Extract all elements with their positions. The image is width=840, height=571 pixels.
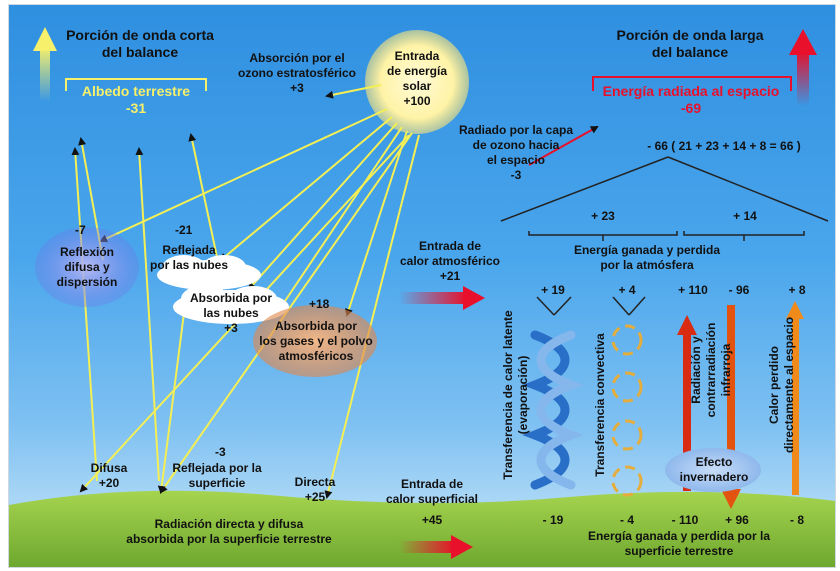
reflection-blob bbox=[35, 227, 139, 307]
distribution-lines bbox=[500, 156, 829, 316]
latent-heat-label: Transferencia de calor latente(evaporaci… bbox=[501, 310, 530, 480]
surface-heat-arrow bbox=[399, 535, 473, 559]
surface-bottom-value: - 19 bbox=[542, 513, 564, 527]
solar-rays bbox=[71, 84, 420, 499]
atmos-top-value: + 19 bbox=[541, 283, 565, 297]
convection-icon bbox=[611, 324, 643, 497]
latent-heat-spiral-icon bbox=[522, 330, 584, 490]
diagram-graphics bbox=[9, 27, 835, 567]
ground-surface bbox=[9, 490, 835, 567]
sun-icon bbox=[365, 30, 469, 134]
heat-lost-up-arrow bbox=[786, 301, 804, 495]
cloud-absorbed-icon bbox=[173, 285, 289, 324]
albedo-label: Albedo terrestre-31 bbox=[81, 83, 191, 116]
atmos-top-value: + 110 bbox=[678, 283, 708, 297]
gases-blob bbox=[253, 305, 377, 377]
radiated-label: Energía radiada al espacio-69 bbox=[602, 83, 780, 116]
surface-reflected-value: -3 bbox=[215, 445, 226, 459]
ozone-radiated-arrow bbox=[528, 126, 599, 166]
diffuse-label: Difusa+20 bbox=[90, 461, 128, 490]
direct-label: Directa+25 bbox=[294, 475, 336, 504]
gases-absorbed-value: +18 bbox=[309, 297, 330, 311]
counter-radiation-down-arrow bbox=[721, 305, 741, 509]
cloud-reflected-icon bbox=[157, 255, 261, 290]
clouds-reflected-value: -21 bbox=[175, 223, 193, 237]
surface-bottom-value: - 8 bbox=[789, 513, 804, 527]
convective-label: Transferencia convectiva bbox=[593, 333, 607, 477]
surface-bottom-value: - 4 bbox=[619, 513, 634, 527]
longwave-up-arrow bbox=[789, 29, 817, 106]
atmos-top-value: - 96 bbox=[728, 283, 750, 297]
albedo-brace bbox=[65, 78, 207, 91]
atmos-heat-arrow bbox=[399, 286, 485, 310]
atmos-value-14: + 14 bbox=[733, 209, 757, 223]
reflection-value: -7 bbox=[75, 223, 86, 237]
atmos-top-value: + 4 bbox=[618, 283, 636, 297]
radiation-up-arrow bbox=[677, 315, 697, 491]
radiated-brace bbox=[592, 76, 792, 91]
atmos-value-23: + 23 bbox=[591, 209, 615, 223]
greenhouse-blob bbox=[665, 448, 761, 492]
shortwave-up-arrow bbox=[33, 27, 57, 102]
atmos-top-value: + 8 bbox=[788, 283, 806, 297]
surface-bottom-value: + 96 bbox=[725, 513, 749, 527]
sum-equation: - 66 ( 21 + 23 + 14 + 8 = 66 ) bbox=[647, 139, 801, 153]
surface-bottom-value: - 110 bbox=[671, 513, 699, 527]
